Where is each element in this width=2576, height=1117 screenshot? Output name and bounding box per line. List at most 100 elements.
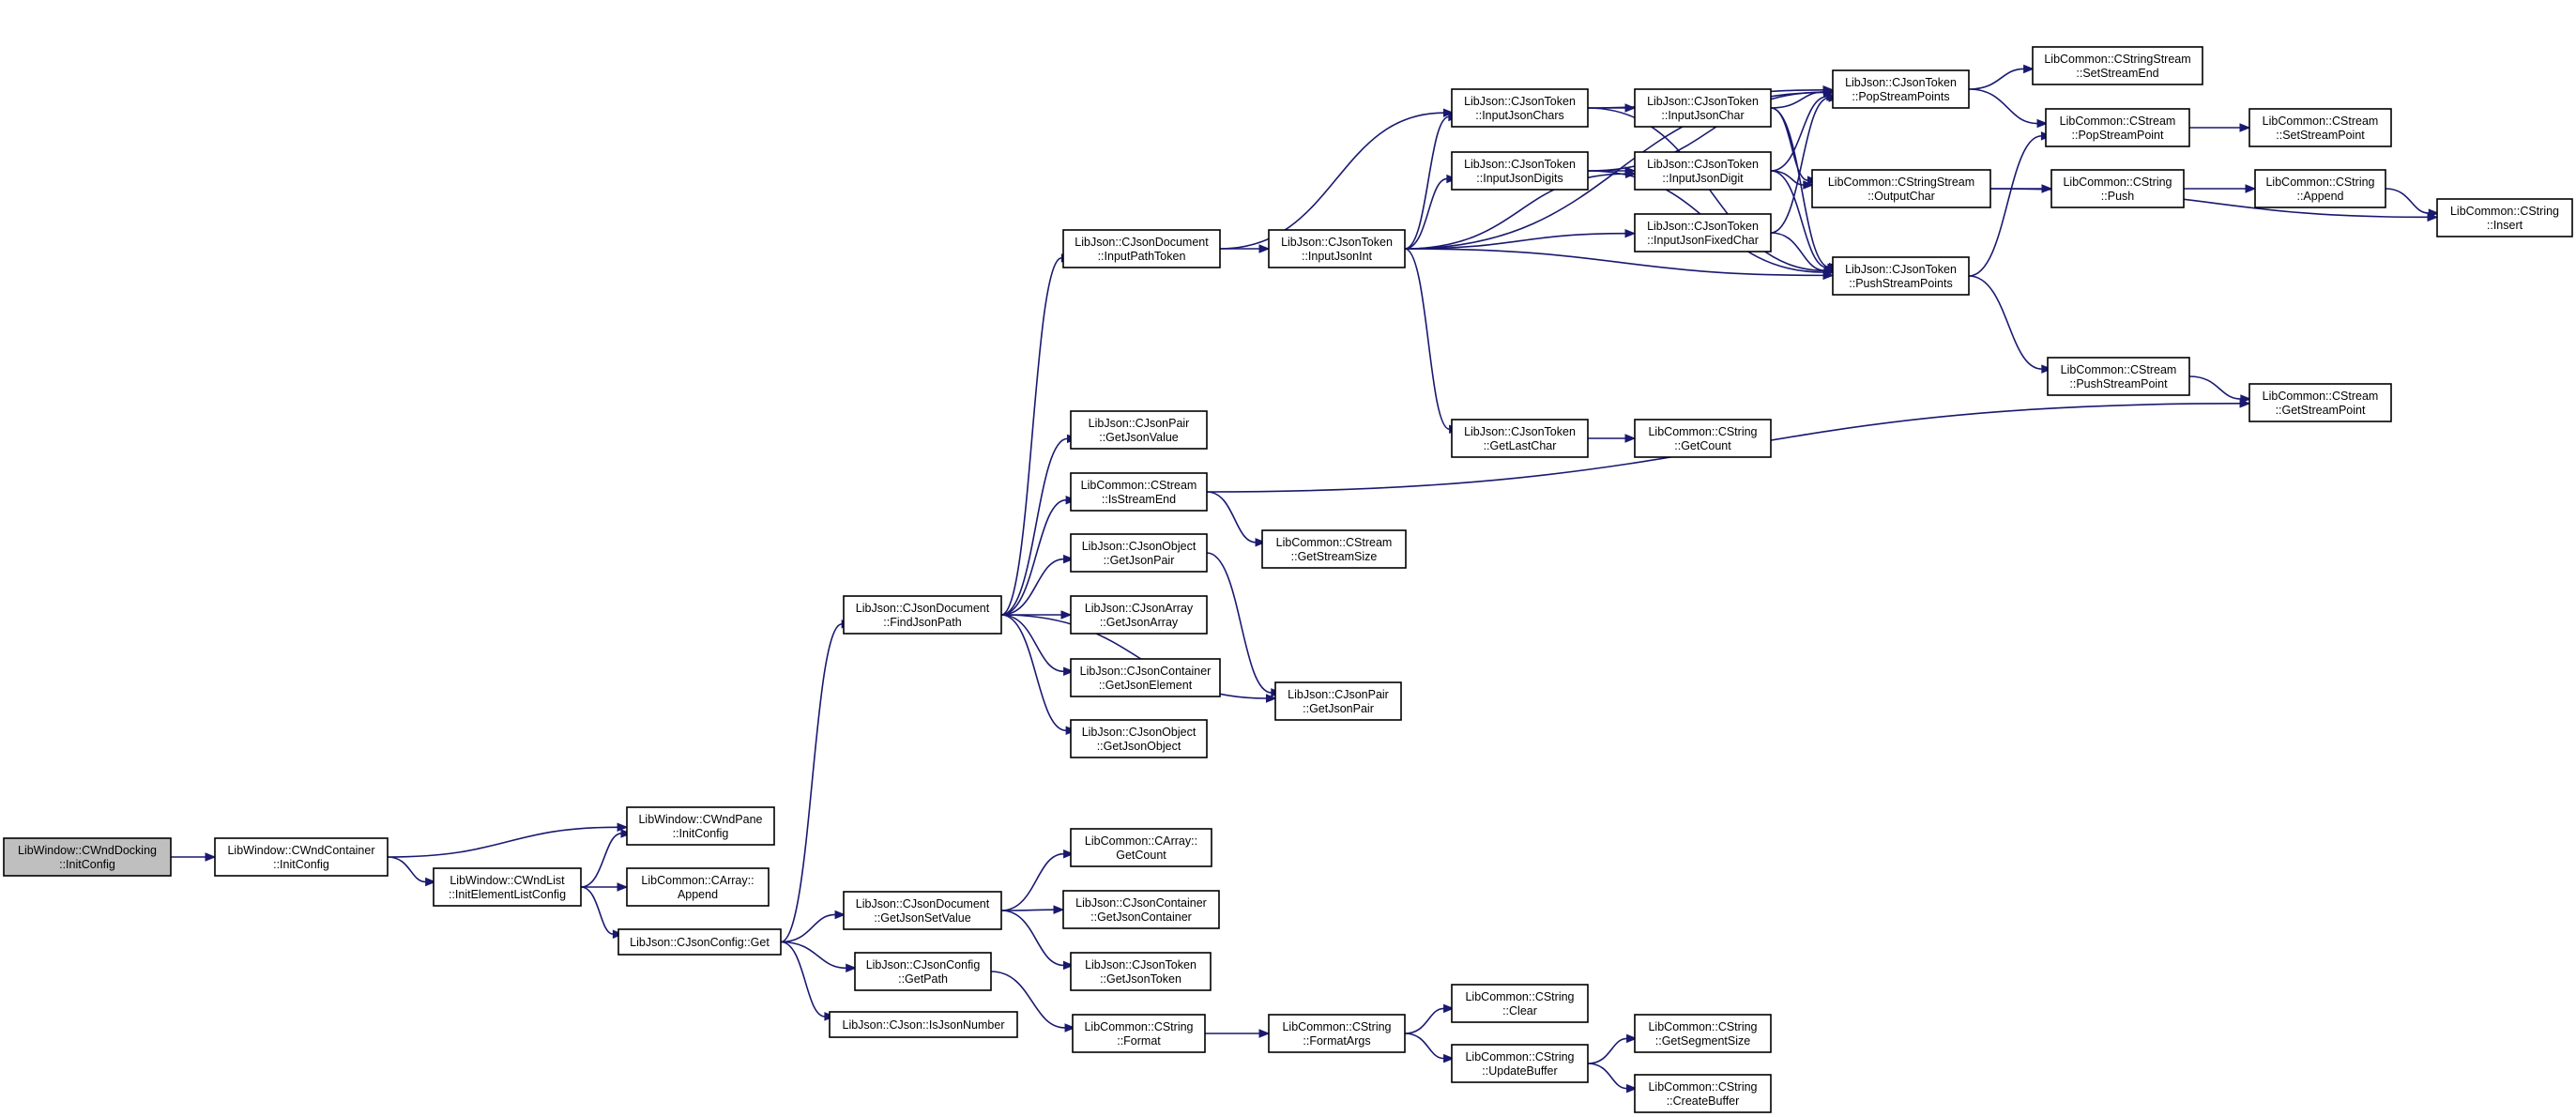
node-box	[1070, 472, 1208, 512]
node-label-line: ::Append	[2296, 190, 2343, 203]
node-n42[interactable]: LibCommon::CString::Push	[2050, 169, 2185, 208]
node-n13[interactable]: LibCommon::CStream::IsStreamEnd	[1070, 472, 1208, 512]
node-n24[interactable]: LibCommon::CStream::GetStreamSize	[1261, 529, 1407, 569]
node-n39[interactable]: LibJson::CJsonToken::PushStreamPoints	[1832, 256, 1970, 296]
node-n2[interactable]: LibWindow::CWndContainer::InitConfig	[214, 837, 389, 877]
node-n31[interactable]: LibJson::CJsonToken::InputJsonChar	[1634, 88, 1772, 128]
edge-n7-n11	[1000, 253, 1073, 616]
node-n1[interactable]: LibWindow::CWndDocking::InitConfig	[3, 837, 172, 877]
node-n7[interactable]: LibJson::CJsonDocument::FindJsonPath	[843, 595, 1002, 635]
node-n25[interactable]: LibCommon::CString::FormatArgs	[1268, 1014, 1406, 1053]
node-box	[1811, 169, 1991, 208]
node-box	[1634, 213, 1772, 252]
node-n14[interactable]: LibJson::CJsonObject::GetJsonPair	[1070, 533, 1208, 573]
node-label-line: ::SetStreamEnd	[2076, 67, 2158, 80]
node-n3[interactable]: LibWindow::CWndPane::InitConfig	[626, 806, 775, 846]
node-n15[interactable]: LibJson::CJsonArray::GetJsonArray	[1070, 595, 1208, 635]
edge-n4-n6	[580, 886, 624, 939]
node-n40[interactable]: LibCommon::CStringStream::SetStreamEnd	[2032, 46, 2203, 85]
node-n18[interactable]: LibJson::CJsonPair::GetJsonPair	[1274, 681, 1402, 721]
node-label-line: ::InputJsonDigits	[1476, 172, 1562, 185]
arrowhead	[617, 822, 629, 833]
arrowhead	[2023, 64, 2035, 74]
node-n5[interactable]: LibCommon::CArray::Append	[626, 867, 770, 907]
edge-line	[1000, 614, 1267, 699]
nodes-layer: LibWindow::CWndDocking::InitConfigLibWin…	[3, 46, 2573, 1113]
node-label-line: LibCommon::CStream	[1276, 536, 1393, 549]
node-n19[interactable]: LibCommon::CArray::GetCount	[1070, 828, 1212, 867]
node-n27[interactable]: LibJson::CJsonToken::InputJsonDigits	[1451, 151, 1589, 191]
node-n6[interactable]: LibJson::CJsonConfig::Get	[617, 928, 782, 956]
node-box	[1072, 1014, 1206, 1053]
edge-line	[1404, 248, 1824, 277]
node-box	[626, 806, 775, 846]
node-label-line: LibCommon::CString	[2063, 176, 2172, 189]
node-box	[1451, 1044, 1589, 1083]
node-n8[interactable]: LibJson::CJsonDocument::GetJsonSetValue	[843, 891, 1002, 930]
node-n47[interactable]: LibCommon::CString::Insert	[2436, 198, 2573, 237]
node-n41[interactable]: LibCommon::CStream::PopStreamPoint	[2045, 108, 2190, 147]
node-n23[interactable]: LibJson::CJsonToken::InputJsonInt	[1268, 229, 1406, 268]
node-n22[interactable]: LibCommon::CString::Format	[1072, 1014, 1206, 1053]
node-n37[interactable]: LibJson::CJsonToken::PopStreamPoints	[1832, 69, 1970, 109]
node-n38[interactable]: LibCommon::CStringStream::OutputChar	[1811, 169, 1991, 208]
node-label-line: ::InitConfig	[59, 858, 115, 871]
node-label-line: ::GetJsonArray	[1100, 616, 1179, 629]
node-n30[interactable]: LibCommon::CString::UpdateBuffer	[1451, 1044, 1589, 1083]
node-label-line: ::PushStreamPoint	[2069, 377, 2168, 390]
node-label-line: LibCommon::CString	[1465, 1050, 1574, 1063]
arrowhead	[1626, 1033, 1638, 1044]
edge-n37-n41	[1968, 88, 2049, 129]
edge-line	[1404, 177, 1448, 250]
node-n43[interactable]: LibCommon::CStream::PushStreamPoint	[2047, 357, 2190, 396]
node-n4[interactable]: LibWindow::CWndList::InitElementListConf…	[433, 867, 582, 907]
edge-line	[1587, 1037, 1627, 1064]
edge-line	[580, 833, 622, 888]
node-n32[interactable]: LibJson::CJsonToken::InputJsonDigit	[1634, 151, 1772, 191]
node-n17[interactable]: LibJson::CJsonObject::GetJsonObject	[1070, 719, 1208, 758]
node-label-line: ::PopStreamPoints	[1852, 90, 1949, 103]
node-n29[interactable]: LibCommon::CString::Clear	[1451, 984, 1589, 1023]
node-n21[interactable]: LibJson::CJsonToken::GetJsonToken	[1070, 952, 1212, 991]
edge-line	[1000, 852, 1064, 911]
node-n12[interactable]: LibJson::CJsonPair::GetJsonValue	[1070, 410, 1208, 450]
node-label-line: LibJson::CJsonDocument	[856, 897, 990, 910]
arrowhead	[2036, 118, 2049, 129]
edge-line	[1770, 170, 1829, 269]
node-n26[interactable]: LibJson::CJsonToken::InputJsonChars	[1451, 88, 1589, 128]
node-n16[interactable]: LibJson::CJsonContainer::GetJsonElement	[1070, 658, 1221, 697]
node-box	[2047, 357, 2190, 396]
edge-n23-n28	[1404, 248, 1460, 435]
edge-line	[1000, 910, 1064, 967]
node-label-line: LibJson::CJson::IsJsonNumber	[843, 1018, 1005, 1032]
edge-line	[780, 941, 826, 1018]
node-box	[1451, 984, 1589, 1023]
node-n20[interactable]: LibJson::CJsonContainer::GetJsonContaine…	[1062, 890, 1220, 929]
node-n44[interactable]: LibCommon::CStream::SetStreamPoint	[2248, 108, 2392, 147]
node-n35[interactable]: LibCommon::CString::GetSegmentSize	[1634, 1014, 1772, 1053]
node-label-line: LibJson::CJsonToken	[1647, 158, 1759, 171]
node-label-line: ::Insert	[2487, 219, 2523, 232]
node-n9[interactable]: LibJson::CJsonConfig::GetPath	[854, 952, 992, 991]
edges-layer	[171, 64, 2440, 1094]
node-n33[interactable]: LibJson::CJsonToken::InputJsonFixedChar	[1634, 213, 1772, 252]
node-n11[interactable]: LibJson::CJsonDocument::InputPathToken	[1062, 229, 1221, 268]
edge-n6-n9	[780, 941, 858, 973]
node-n10[interactable]: LibJson::CJson::IsJsonNumber	[829, 1011, 1018, 1038]
node-label-line: LibJson::CJsonToken	[1647, 95, 1759, 108]
node-label-line: LibCommon::CStream	[2263, 115, 2379, 128]
node-n36[interactable]: LibCommon::CString::CreateBuffer	[1634, 1074, 1772, 1113]
edge-n23-n27	[1404, 174, 1458, 250]
node-label-line: ::UpdateBuffer	[1482, 1064, 1557, 1078]
node-label-line: LibJson::CJsonToken	[1647, 220, 1759, 233]
node-n34[interactable]: LibCommon::CString::GetCount	[1634, 419, 1772, 458]
node-label-line: ::FindJsonPath	[883, 616, 961, 629]
node-n45[interactable]: LibCommon::CString::Append	[2254, 169, 2386, 208]
edge-n4-n3	[580, 829, 633, 888]
node-n28[interactable]: LibJson::CJsonToken::GetLastChar	[1451, 419, 1589, 458]
node-box	[1634, 88, 1772, 128]
arrowhead	[1063, 849, 1075, 859]
edge-line	[1770, 91, 1824, 109]
edge-line	[1770, 232, 1825, 272]
node-n46[interactable]: LibCommon::CStream::GetStreamPoint	[2248, 383, 2392, 422]
